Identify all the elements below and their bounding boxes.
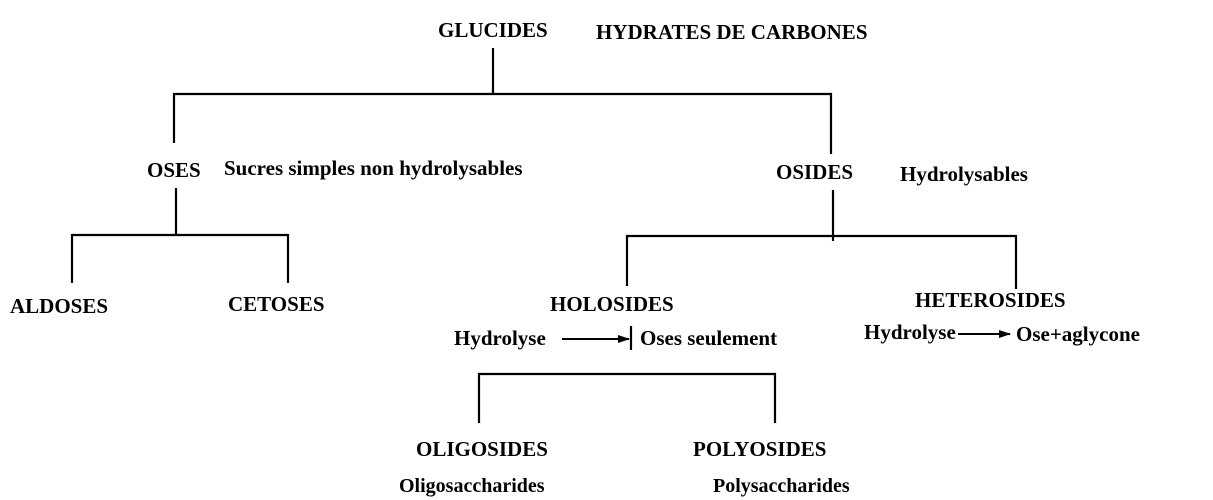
- root-title: GLUCIDES: [438, 18, 548, 42]
- oses-title: OSES: [147, 158, 201, 182]
- aldoses-label: ALDOSES: [10, 294, 109, 318]
- oligosides-subtitle: Oligosaccharides: [399, 475, 545, 497]
- root-subtitle: HYDRATES DE CARBONES: [596, 20, 868, 44]
- holosides-hydrolyse-label: Hydrolyse: [454, 326, 546, 350]
- osides-subtitle: Hydrolysables: [900, 162, 1028, 186]
- oses-subtitle: Sucres simples non hydrolysables: [224, 156, 523, 180]
- holosides-result-label: Oses seulement: [640, 326, 778, 350]
- cetoses-label: CETOSES: [228, 292, 325, 316]
- heterosides-result-label: Ose+aglycone: [1016, 322, 1140, 346]
- oligosides-title: OLIGOSIDES: [416, 437, 548, 461]
- heterosides-title: HETEROSIDES: [915, 288, 1066, 312]
- polyosides-subtitle: Polysaccharides: [713, 475, 850, 497]
- heterosides-hydrolyse-label: Hydrolyse: [864, 320, 956, 344]
- osides-title: OSIDES: [776, 160, 854, 184]
- polyosides-title: POLYOSIDES: [693, 437, 827, 461]
- holosides-title: HOLOSIDES: [550, 292, 674, 316]
